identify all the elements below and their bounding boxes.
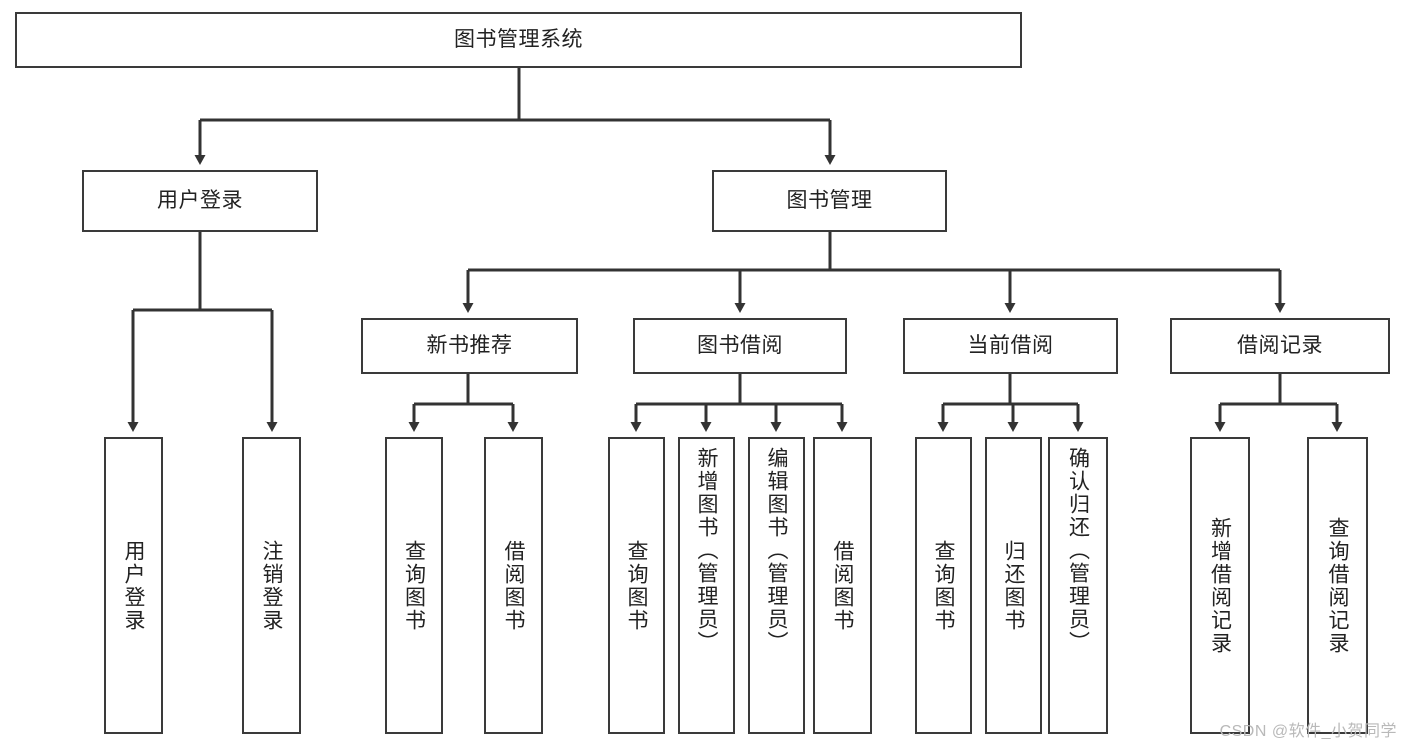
node-label: 图书管理系统 bbox=[454, 27, 583, 51]
leaf-query-book-borrow[interactable]: 查询图书 bbox=[608, 437, 665, 734]
node-book-management[interactable]: 图书管理 bbox=[712, 170, 947, 232]
node-label: 新书推荐 bbox=[426, 333, 513, 357]
node-label: 新增图书（管理员） bbox=[695, 447, 718, 654]
node-new-book-recommend[interactable]: 新书推荐 bbox=[361, 318, 578, 374]
node-label: 确认归还（管理员） bbox=[1066, 447, 1090, 654]
node-label: 查询图书 bbox=[625, 539, 648, 632]
node-label: 用户登录 bbox=[122, 539, 145, 632]
node-label: 新增借阅记录 bbox=[1208, 516, 1232, 655]
leaf-return-book[interactable]: 归还图书 bbox=[985, 437, 1042, 734]
node-label: 图书管理 bbox=[786, 188, 873, 212]
node-book-borrow[interactable]: 图书借阅 bbox=[633, 318, 847, 374]
leaf-borrow-book[interactable]: 借阅图书 bbox=[813, 437, 872, 734]
node-root-system[interactable]: 图书管理系统 bbox=[15, 12, 1022, 68]
leaf-query-book-current[interactable]: 查询图书 bbox=[915, 437, 972, 734]
node-label: 图书借阅 bbox=[697, 333, 783, 357]
watermark-text: CSDN @软件_小贺同学 bbox=[1219, 723, 1397, 740]
node-label: 借阅记录 bbox=[1237, 333, 1323, 357]
node-label: 查询图书 bbox=[402, 539, 426, 632]
leaf-query-book-recommend[interactable]: 查询图书 bbox=[385, 437, 443, 734]
node-label: 当前借阅 bbox=[967, 333, 1054, 357]
leaf-edit-book-admin[interactable]: 编辑图书（管理员） bbox=[748, 437, 805, 734]
leaf-borrow-book-recommend[interactable]: 借阅图书 bbox=[484, 437, 543, 734]
node-label: 查询借阅记录 bbox=[1326, 516, 1349, 655]
node-label: 借阅图书 bbox=[831, 539, 854, 632]
leaf-user-login[interactable]: 用户登录 bbox=[104, 437, 163, 734]
node-user-login[interactable]: 用户登录 bbox=[82, 170, 318, 232]
node-label: 查询图书 bbox=[932, 539, 955, 632]
leaf-query-borrow-record[interactable]: 查询借阅记录 bbox=[1307, 437, 1368, 734]
node-label: 归还图书 bbox=[1002, 539, 1025, 632]
node-borrow-records[interactable]: 借阅记录 bbox=[1170, 318, 1390, 374]
node-label: 借阅图书 bbox=[502, 539, 525, 632]
leaf-add-borrow-record[interactable]: 新增借阅记录 bbox=[1190, 437, 1250, 734]
node-label: 编辑图书（管理员） bbox=[765, 447, 788, 654]
leaf-add-book-admin[interactable]: 新增图书（管理员） bbox=[678, 437, 735, 734]
node-label: 注销登录 bbox=[260, 539, 283, 632]
node-current-borrow[interactable]: 当前借阅 bbox=[903, 318, 1118, 374]
leaf-confirm-return-admin[interactable]: 确认归还（管理员） bbox=[1048, 437, 1108, 734]
node-label: 用户登录 bbox=[157, 188, 243, 212]
leaf-logout-login[interactable]: 注销登录 bbox=[242, 437, 301, 734]
